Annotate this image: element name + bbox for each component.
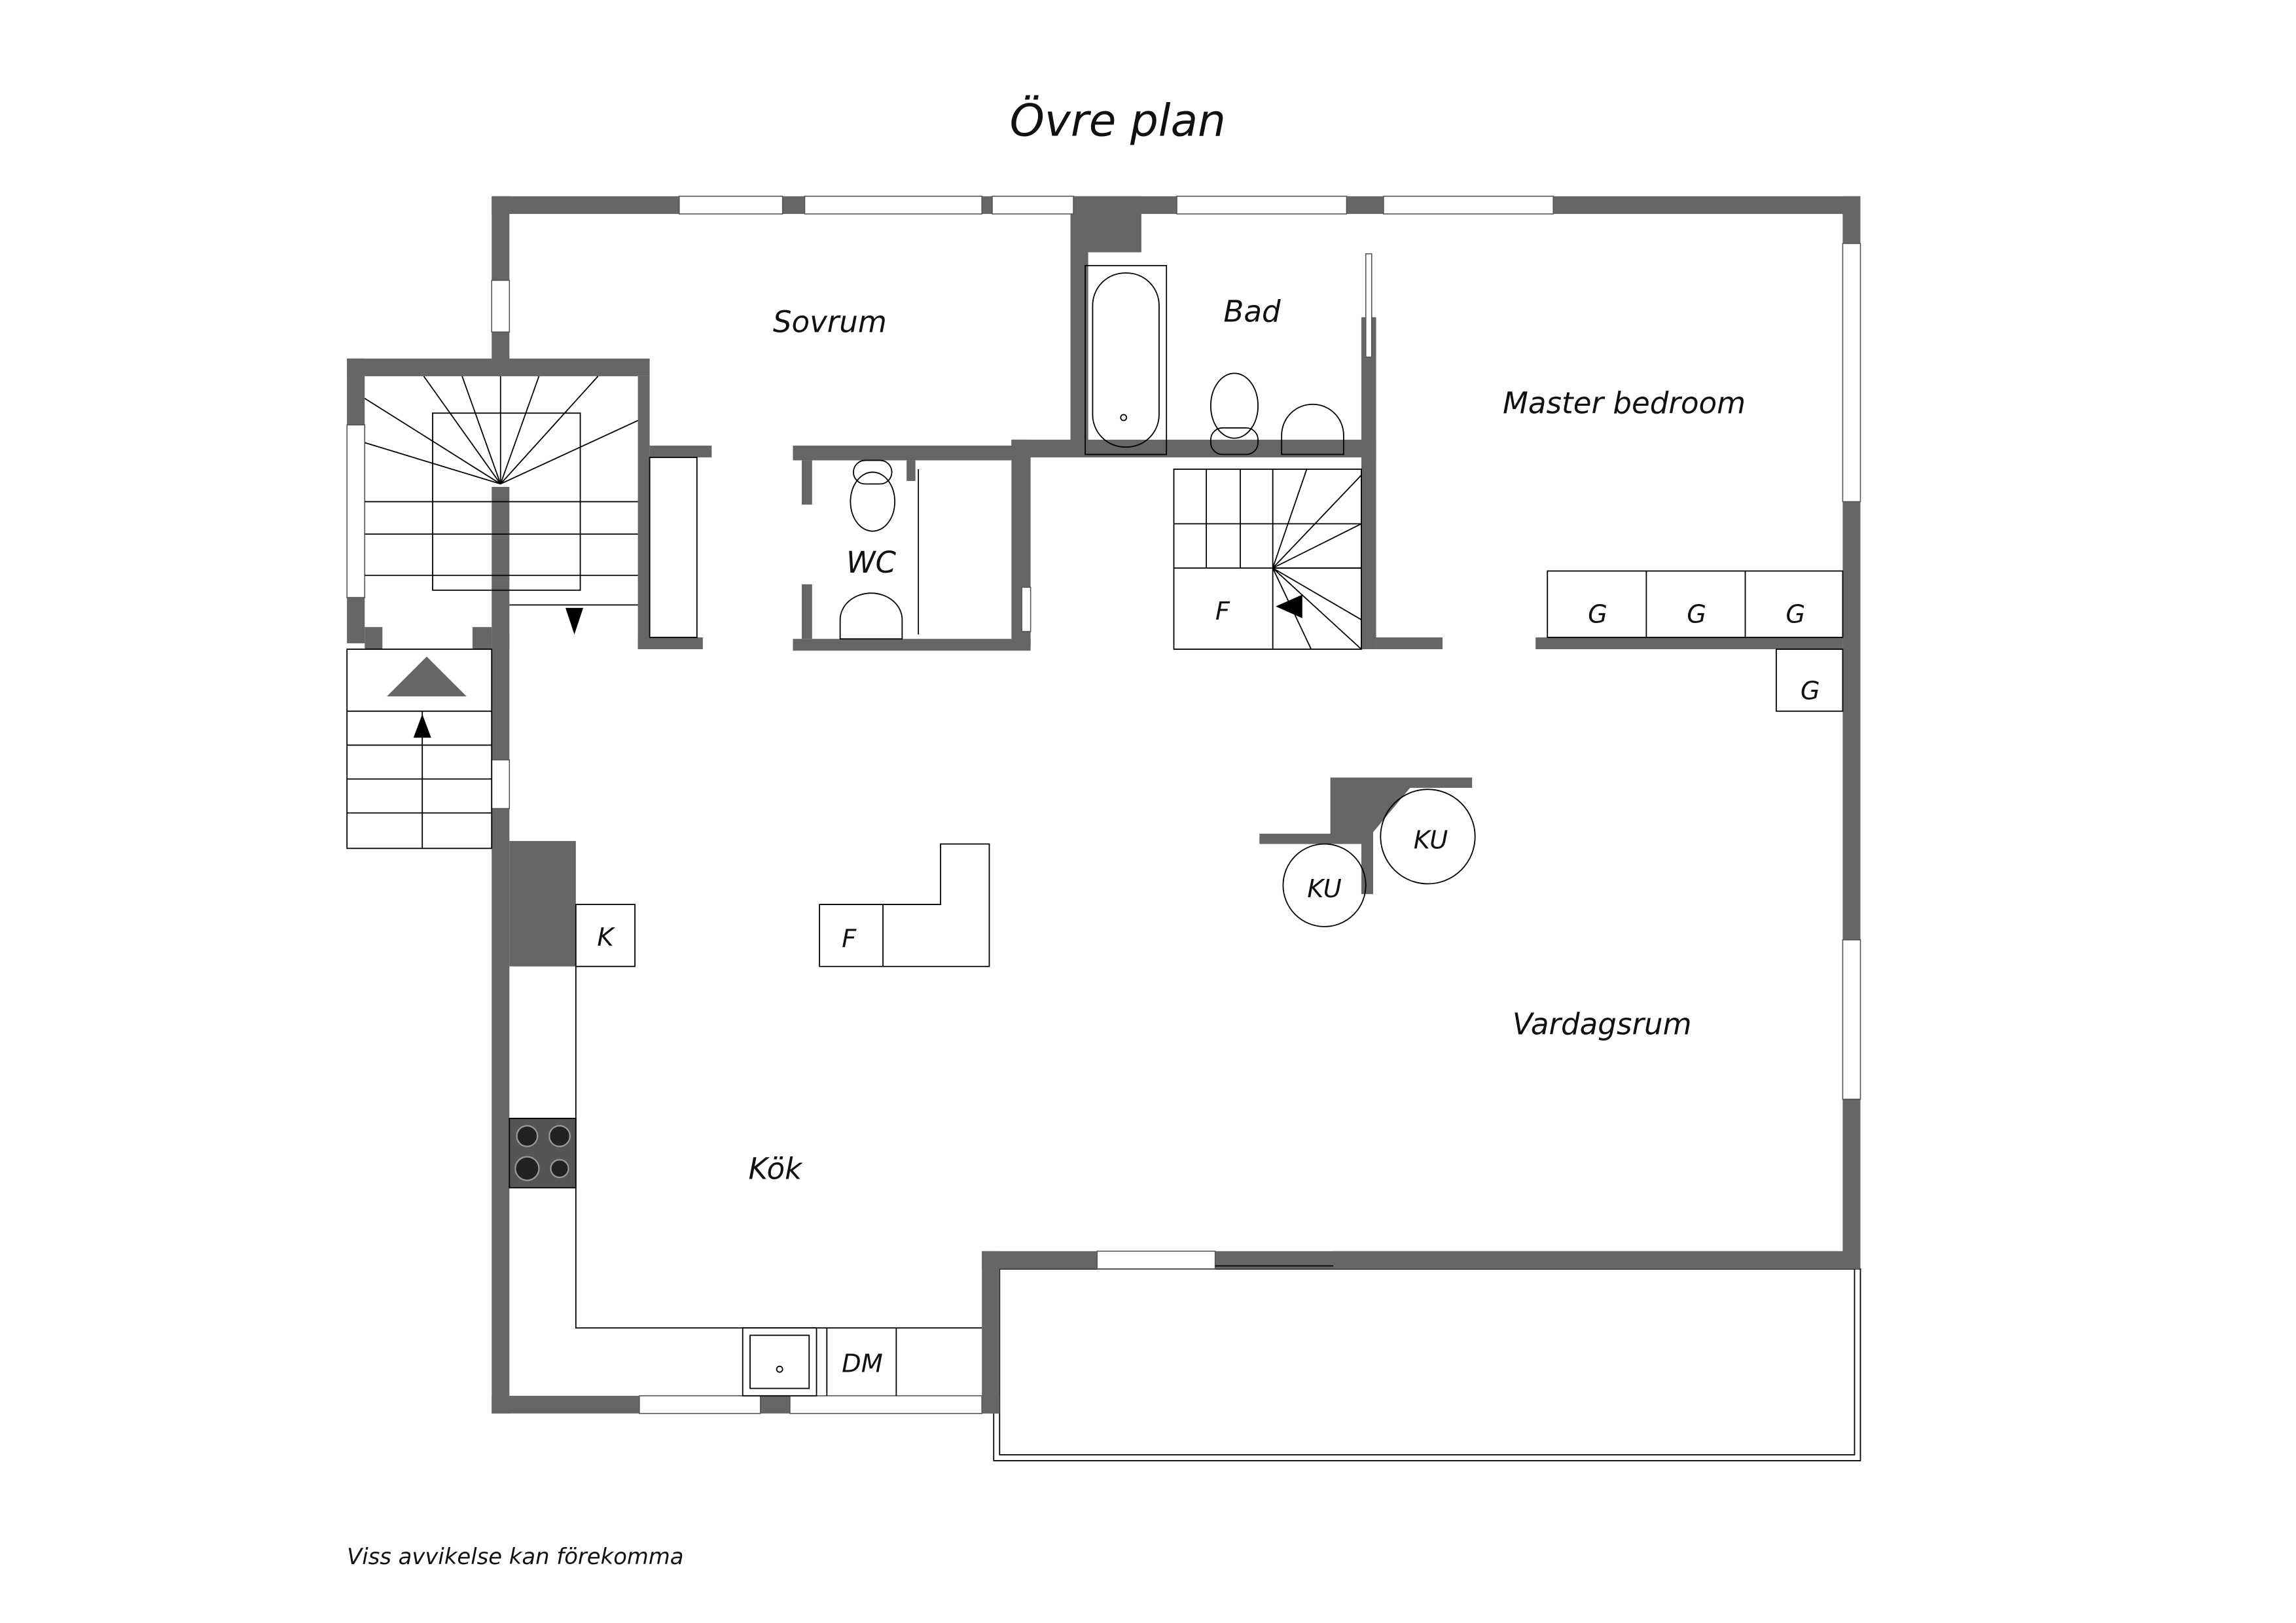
room-label-wc: WC [846, 545, 897, 580]
ku-label: KU [1307, 874, 1342, 904]
plan-title: Övre plan [1010, 94, 1226, 146]
balcony-inner [999, 1268, 1856, 1455]
room-label-bad: Bad [1223, 294, 1281, 329]
sink [1281, 403, 1344, 455]
wardrobe-label: G [1785, 599, 1805, 629]
wc-toilet [850, 459, 896, 532]
kitchen-counter: K DM [509, 904, 982, 1397]
room-label-sovrum: Sovrum [773, 304, 887, 339]
stair-f-label: F [1215, 597, 1230, 626]
wardrobe-label: G [1588, 599, 1607, 629]
room-label-kok: Kök [749, 1151, 804, 1186]
arrow-up-icon [387, 656, 467, 697]
staircase-right: F [1173, 469, 1362, 650]
disclaimer: Viss avvikelse kan förekomma [347, 1544, 683, 1569]
room-label-vardagsrum: Vardagsrum [1513, 1007, 1692, 1041]
staircase-left [346, 376, 638, 849]
windows [346, 196, 1861, 1414]
ku-label: KU [1414, 825, 1448, 855]
toilet [1210, 372, 1259, 455]
room-label-master-bedroom: Master bedroom [1503, 385, 1746, 420]
wc-sink [839, 592, 903, 640]
wardrobes: G G G G [1547, 570, 1844, 712]
fridge-label: K [597, 923, 615, 952]
dishwasher-label: DM [842, 1349, 883, 1379]
walls [347, 196, 1861, 1414]
balcony [993, 1268, 1861, 1461]
fireplace-ku [1380, 789, 1476, 885]
island-f-label: F [842, 924, 857, 954]
fireplace-ku [1282, 843, 1367, 927]
kitchen-island: F [819, 843, 990, 967]
bathtub [1085, 264, 1168, 455]
wardrobe-label: G [1687, 599, 1706, 629]
wardrobe-label: G [1801, 677, 1820, 706]
shelf [649, 457, 698, 638]
